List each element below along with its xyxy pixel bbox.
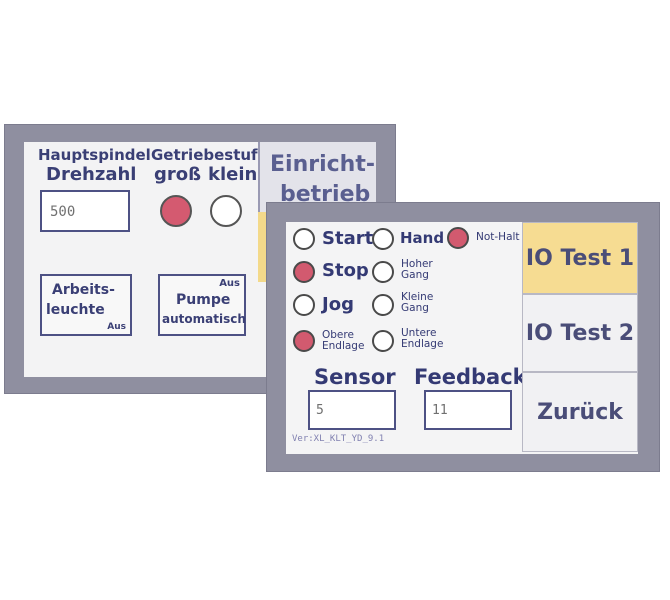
hand-indicator	[372, 228, 394, 250]
pumpe-state: Aus	[219, 278, 240, 289]
drehzahl-field[interactable]: 500	[40, 190, 130, 232]
back-button-label: Zurück	[537, 399, 623, 425]
sensor-field[interactable]: 5	[308, 390, 396, 430]
start-label: Start	[322, 228, 374, 249]
arbeitsleuchte-line1: Arbeits-	[52, 282, 115, 298]
arbeitsleuchte-button[interactable]: Arbeits- leuchte Aus	[40, 274, 132, 336]
not-halt-indicator	[447, 227, 469, 249]
hoher-gang-indicator	[372, 261, 394, 283]
feedback-value: 11	[432, 402, 448, 418]
back-button[interactable]: Zurück	[522, 372, 638, 452]
io-test-1-button[interactable]: IO Test 1	[522, 222, 638, 294]
pumpe-line2: automatisch	[162, 312, 246, 326]
getriebestufe-label: Getriebestufe	[151, 146, 268, 164]
gross-label: groß	[154, 164, 202, 185]
drehzahl-label: Drehzahl	[46, 164, 137, 185]
version-label: Ver:XL_KLT_YD_9.1	[292, 434, 385, 444]
hoher-gang-label-line2: Gang	[401, 269, 429, 281]
sensor-title: Sensor	[314, 365, 396, 389]
klein-label: klein	[208, 164, 258, 185]
obere-endlage-label-line1: Obere	[322, 329, 354, 341]
pumpe-automatisch-button[interactable]: Aus Pumpe automatisch	[158, 274, 246, 336]
gross-indicator	[160, 195, 192, 227]
drehzahl-value: 500	[50, 204, 76, 220]
not-halt-label: Not-Halt	[476, 231, 520, 243]
kleine-gang-label-line1: Kleine	[401, 291, 434, 303]
feedback-title: Feedback	[414, 365, 527, 389]
stop-indicator	[293, 261, 315, 283]
io-test-1-label: IO Test 1	[525, 245, 635, 271]
einricht-line1: Einricht-	[270, 152, 375, 177]
untere-endlage-label-line2: Endlage	[401, 338, 444, 350]
feedback-field[interactable]: 11	[424, 390, 512, 430]
io-test-2-button[interactable]: IO Test 2	[522, 294, 638, 372]
sensor-value: 5	[316, 402, 324, 418]
io-test-2-label: IO Test 2	[525, 320, 635, 346]
kleine-gang-indicator	[372, 294, 394, 316]
obere-endlage-indicator	[293, 330, 315, 352]
obere-endlage-label-line2: Endlage	[322, 340, 365, 352]
kleine-gang-label-line2: Gang	[401, 302, 429, 314]
stop-label: Stop	[322, 260, 369, 281]
hand-label: Hand	[400, 229, 445, 247]
arbeitsleuchte-state: Aus	[107, 322, 126, 332]
start-indicator	[293, 228, 315, 250]
arbeitsleuchte-line2: leuchte	[46, 302, 105, 318]
untere-endlage-label-line1: Untere	[401, 327, 437, 339]
pumpe-line1: Pumpe	[176, 292, 231, 308]
hauptspindel-label: Hauptspindel	[38, 146, 151, 164]
einricht-betrieb-button[interactable]: Einricht- betrieb	[258, 142, 376, 212]
klein-indicator	[210, 195, 242, 227]
hoher-gang-label-line1: Hoher	[401, 258, 433, 270]
jog-label: Jog	[322, 294, 354, 315]
untere-endlage-indicator	[372, 330, 394, 352]
jog-indicator	[293, 294, 315, 316]
